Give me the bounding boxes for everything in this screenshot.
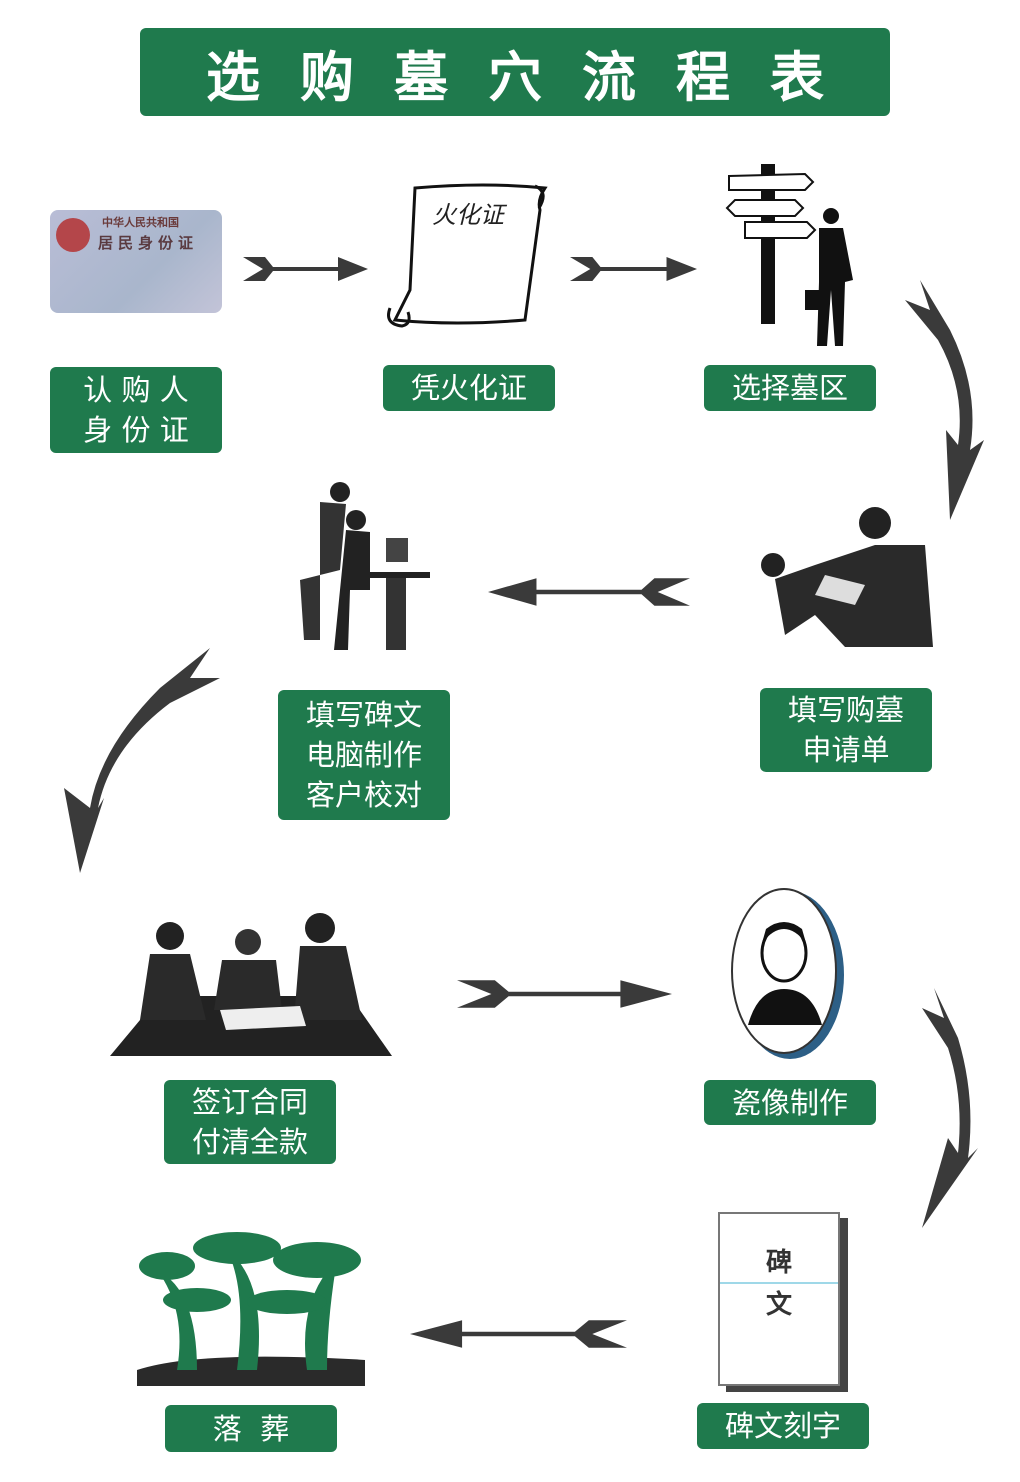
step-label-engraving: 碑文刻字 xyxy=(697,1403,869,1449)
cremation-certificate-scroll-icon xyxy=(385,180,553,330)
signpost-man-icon xyxy=(725,160,860,350)
tablet-char: 碑 xyxy=(765,1248,792,1278)
arrow-right-1 xyxy=(243,255,368,283)
step-label-select-plot: 选择墓区 xyxy=(704,365,876,411)
scroll-text: 火化证 xyxy=(432,201,504,229)
label-line: 凭火化证 xyxy=(410,371,527,405)
label-line: 碑文刻字 xyxy=(724,1409,841,1443)
id-card-header: 中华人民共和国 xyxy=(102,216,179,229)
curved-arrow-down-right-1 xyxy=(900,280,990,520)
porcelain-portrait-icon xyxy=(728,885,848,1061)
label-line: 付清全款 xyxy=(191,1125,308,1159)
curved-arrow-down-right-2 xyxy=(918,988,980,1228)
label-line: 身 份 证 xyxy=(83,413,189,447)
label-line: 填写碑文 xyxy=(305,698,422,732)
step-label-application-form: 填写购墓 申请单 xyxy=(760,688,932,772)
arrow-right-2 xyxy=(570,255,697,283)
step-label-contract: 签订合同 付清全款 xyxy=(164,1080,336,1164)
label-line: 选择墓区 xyxy=(731,371,848,405)
office-computer-workers-icon xyxy=(290,480,430,655)
arrow-left-2 xyxy=(410,1318,627,1350)
arrow-right-3 xyxy=(457,978,672,1010)
label-line: 签订合同 xyxy=(191,1085,308,1119)
curved-arrow-down-left xyxy=(60,648,225,873)
step-label-id: 认 购 人 身 份 证 xyxy=(50,367,222,453)
label-line: 填写购墓 xyxy=(787,693,904,727)
label-line: 电脑制作 xyxy=(305,738,422,772)
national-emblem-icon xyxy=(56,218,90,252)
step-label-certificate: 凭火化证 xyxy=(383,365,555,411)
step-label-burial: 落 葬 xyxy=(165,1405,337,1452)
label-line: 瓷像制作 xyxy=(731,1085,848,1120)
id-card-title: 居民身份证 xyxy=(98,234,199,252)
tablet-divider xyxy=(720,1282,838,1284)
arrow-left-1 xyxy=(488,576,690,608)
step-label-portrait: 瓷像制作 xyxy=(704,1080,876,1125)
label-line: 认 购 人 xyxy=(83,373,189,407)
label-line: 申请单 xyxy=(802,733,890,767)
id-card-image: 中华人民共和国 居民身份证 xyxy=(50,210,222,313)
burial-plants-icon xyxy=(137,1230,365,1386)
label-line: 客户校对 xyxy=(305,778,422,812)
customers-filling-form-icon xyxy=(755,505,935,647)
tablet-char: 文 xyxy=(765,1290,792,1320)
page-title: 选购墓穴流程表 xyxy=(140,28,890,116)
label-line: 落 葬 xyxy=(212,1411,290,1446)
tombstone-inscription-tablet: 碑 文 xyxy=(718,1212,840,1386)
contract-signing-meeting-icon xyxy=(110,910,392,1058)
step-label-inscription: 填写碑文 电脑制作 客户校对 xyxy=(278,690,450,820)
